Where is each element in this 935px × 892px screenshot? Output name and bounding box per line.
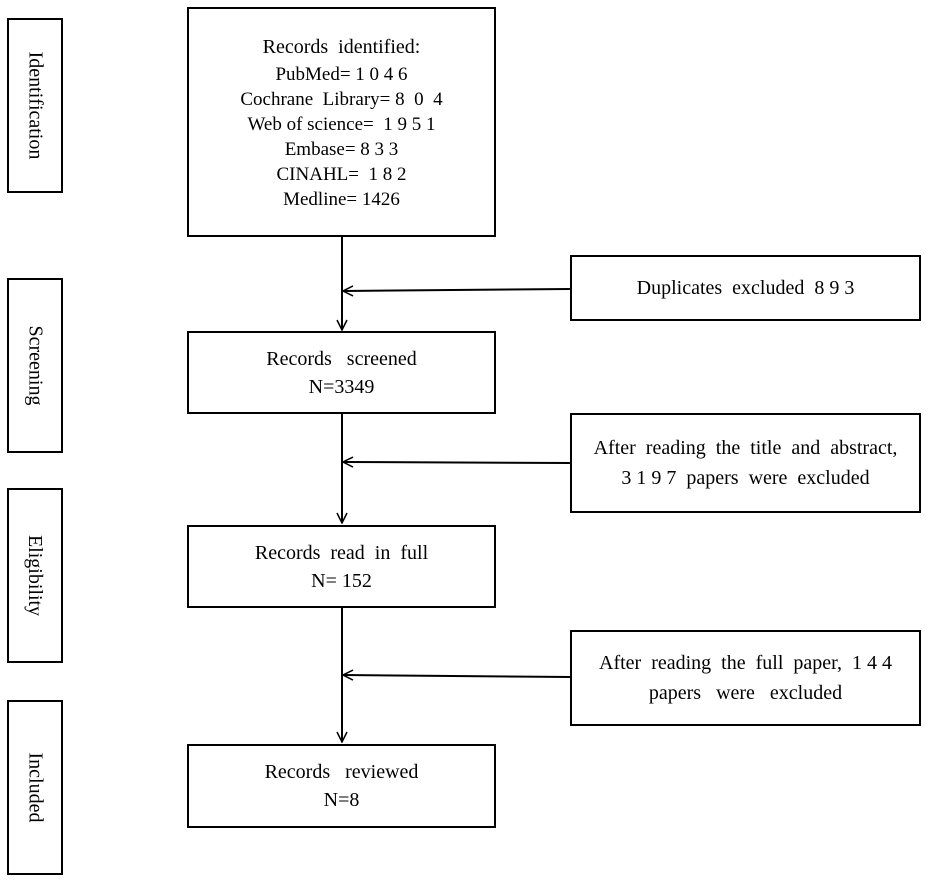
arrow-title-abstract-excluded [343, 462, 571, 463]
duplicates-excluded-text: Duplicates excluded 8 9 3 [636, 276, 855, 299]
source-cochrane: Cochrane Library= 8 0 4 [240, 89, 443, 110]
full-paper-excluded-box: After reading the full paper, 1 4 4 pape… [570, 630, 921, 726]
source-web-of-science: Web of science= 1 9 5 1 [247, 114, 436, 135]
records-reviewed-box: Records reviewed N=8 [187, 744, 496, 828]
duplicates-excluded-box: Duplicates excluded 8 9 3 [570, 255, 921, 321]
arrow-duplicates-excluded [343, 289, 571, 291]
title-abstract-excluded-line1: After reading the title and abstract, [593, 437, 898, 459]
stage-included: Included [7, 700, 63, 875]
source-medline: Medline= 1426 [283, 189, 400, 210]
full-paper-excluded-line2: papers were excluded [648, 682, 843, 704]
records-read-full-count: N= 152 [311, 569, 372, 592]
title-abstract-excluded-box: After reading the title and abstract, 3 … [570, 413, 921, 513]
records-reviewed-label: Records reviewed [264, 761, 419, 783]
stage-eligibility: Eligibility [7, 488, 63, 663]
records-identified-heading: Records identified: [262, 36, 421, 58]
records-screened-box: Records screened N=3349 [187, 331, 496, 414]
stage-screening: Screening [7, 278, 63, 453]
source-pubmed: PubMed= 1 0 4 6 [275, 64, 408, 85]
records-read-full-box: Records read in full N= 152 [187, 525, 496, 608]
title-abstract-excluded-line2: 3 1 9 7 papers were excluded [621, 467, 870, 489]
records-reviewed-count: N=8 [323, 789, 360, 811]
full-paper-excluded-line1: After reading the full paper, 1 4 4 [599, 652, 892, 674]
records-read-full-label: Records read in full [254, 541, 429, 564]
arrow-full-paper-excluded [343, 675, 571, 677]
source-embase: Embase= 8 3 3 [284, 139, 399, 160]
records-screened-label: Records screened [266, 347, 417, 370]
records-screened-count: N=3349 [308, 375, 375, 398]
records-identified-box: Records identified: PubMed= 1 0 4 6 Coch… [187, 7, 496, 237]
source-cinahl: CINAHL= 1 8 2 [276, 164, 407, 185]
stage-identification: Identification [7, 18, 63, 193]
